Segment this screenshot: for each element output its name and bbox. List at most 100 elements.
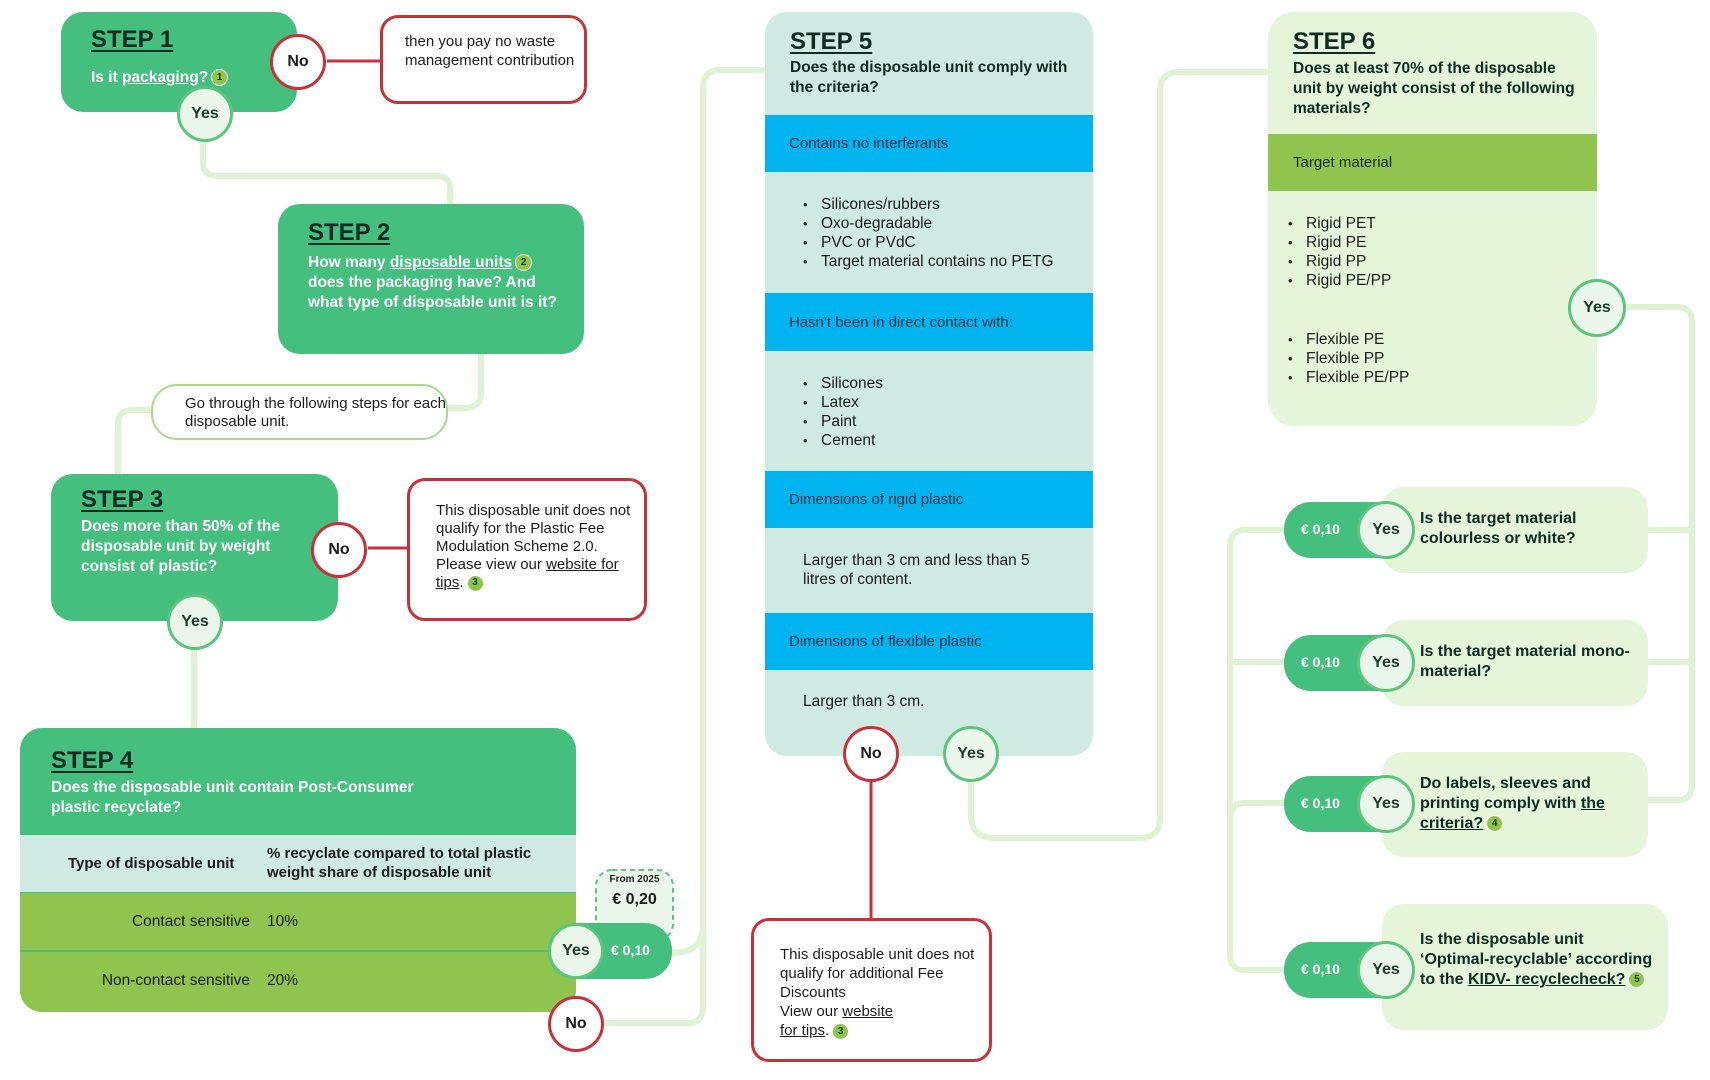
step1-question-mark: ?	[198, 69, 209, 86]
list-item: Paint	[795, 412, 883, 431]
step3-no-badge: No	[311, 522, 367, 578]
list-item: PVC or PVdC	[795, 233, 1054, 252]
future-fee: € 0,20	[612, 891, 657, 908]
no-discount-tips: View our website	[780, 1002, 989, 1021]
fee-amount: € 0,10	[1301, 961, 1340, 977]
step6-yes-badge: Yes	[1568, 279, 1626, 337]
ref-badge-2[interactable]: 2	[515, 254, 533, 272]
disposable-units-link[interactable]: disposable units	[389, 254, 513, 271]
flexible-dimensions-text: Larger than 3 cm.	[803, 693, 925, 710]
list-item: Silicones/rubbers	[795, 195, 1054, 214]
col-pct-header: % recyclate compared to total plastic we…	[267, 845, 532, 881]
list-item: Rigid PET	[1280, 214, 1391, 233]
fee-question-text: Is the disposable unit ‘Optimal-recyclab…	[1420, 930, 1655, 990]
step5-question: Does the disposable unit comply with the…	[790, 59, 1068, 96]
step2-question-text: How many	[308, 254, 390, 271]
step5-yes-badge: Yes	[943, 726, 999, 782]
list-item: Silicones	[795, 374, 883, 393]
target-material-header: Target material	[1268, 134, 1597, 191]
step4-question: Does the disposable unit contain Post-Co…	[51, 779, 414, 816]
step1-question: Is it packaging?1	[91, 68, 229, 88]
fee-yes-badge: Yes	[1357, 775, 1415, 833]
step5-no-badge: No	[843, 726, 899, 782]
step3-yes-badge: Yes	[167, 594, 223, 650]
fee-question-colourless: Is the target material colourless or whi…	[1382, 487, 1648, 573]
step1-card: STEP 1 Is it packaging?1	[61, 12, 297, 112]
table-row: Contact sensitive 10%	[20, 893, 576, 950]
optimal-question-text: Is the disposable unit ‘Optimal-recyclab…	[1420, 931, 1653, 988]
ref-badge-3[interactable]: 3	[466, 574, 484, 592]
ref-badge-3b[interactable]: 3	[832, 1022, 850, 1040]
from-2025-label: From 2025	[609, 874, 660, 885]
flexible-list: Flexible PE Flexible PP Flexible PE/PP	[1280, 330, 1409, 387]
ref-badge-4[interactable]: 4	[1486, 815, 1504, 833]
criteria-header-interferants: Contains no interferants	[765, 115, 1093, 172]
fee-yes-badge: Yes	[1357, 501, 1415, 559]
step1-title: STEP 1	[91, 26, 174, 53]
labels-question-text: Do labels, sleeves and printing comply w…	[1420, 775, 1591, 812]
list-item: Target material contains no PETG	[795, 252, 1054, 271]
criteria-header-contact: Hasn't been in direct contact with:	[765, 293, 1093, 351]
list-item: Cement	[795, 431, 883, 450]
fee-yes-badge: Yes	[1357, 634, 1415, 692]
recyclecheck-link[interactable]: KIDV- recyclecheck?	[1468, 971, 1626, 988]
step4-no-badge: No	[548, 996, 604, 1052]
criteria-header-flexible: Dimensions of flexible plastic	[765, 613, 1093, 670]
go-through-note: Go through the following steps for each …	[151, 384, 448, 440]
ref-badge-1[interactable]: 1	[211, 69, 229, 87]
no-contribution-box: then you pay no waste management contrib…	[380, 15, 587, 104]
fee-question-optimal: Is the disposable unit ‘Optimal-recyclab…	[1382, 904, 1668, 1030]
view-our-text: View our	[780, 1003, 843, 1020]
step4-yes-badge: Yes	[548, 923, 604, 979]
not-qualify-text: This disposable unit does not qualify fo…	[436, 502, 631, 573]
fee-yes-badge: Yes	[1357, 941, 1415, 999]
step4-table-header: Type of disposable unit % recyclate comp…	[20, 835, 576, 892]
website-tips-link[interactable]: website for tips	[436, 556, 619, 591]
interferants-list: Silicones/rubbers Oxo-degradable PVC or …	[795, 195, 1054, 271]
fee-question-text: Is the target material colourless or whi…	[1420, 510, 1577, 547]
step6-question: Does at least 70% of the disposable unit…	[1293, 60, 1575, 117]
fee-question-mono: Is the target material mono-material?	[1382, 620, 1648, 706]
contact-list: Silicones Latex Paint Cement	[795, 374, 883, 450]
no-discount-tips-2: for tips.3	[780, 1021, 989, 1040]
row-pct: 20%	[267, 972, 299, 989]
step3-question: Does more than 50% of the disposable uni…	[81, 518, 280, 575]
ref-badge-5[interactable]: 5	[1628, 971, 1646, 989]
fee-question-labels: Do labels, sleeves and printing comply w…	[1382, 752, 1648, 857]
step3-title: STEP 3	[81, 486, 164, 513]
step1-question-text: Is it	[91, 69, 123, 86]
list-item: Flexible PE/PP	[1280, 368, 1409, 387]
no-discount-text: This disposable unit does not qualify fo…	[780, 946, 975, 1001]
row-type: Contact sensitive	[131, 913, 250, 930]
step2-title: STEP 2	[308, 219, 391, 246]
step1-no-badge: No	[270, 34, 326, 90]
fee-amount: € 0,10	[1301, 521, 1340, 537]
list-item: Oxo-degradable	[795, 214, 1054, 233]
step5-card: STEP 5 Does the disposable unit comply w…	[765, 12, 1093, 756]
no-discount-box: This disposable unit does not qualify fo…	[751, 918, 992, 1062]
step4-title: STEP 4	[51, 747, 134, 774]
col-type-header: Type of disposable unit	[68, 855, 235, 872]
step6-card: STEP 6 Does at least 70% of the disposab…	[1268, 12, 1597, 426]
list-item: Rigid PE/PP	[1280, 271, 1391, 290]
step4-card: STEP 4 Does the disposable unit contain …	[20, 728, 576, 1012]
row-type: Non-contact sensitive	[101, 972, 250, 989]
step2-question-rest: does the packaging have? And what type o…	[308, 274, 557, 311]
list-item: Rigid PP	[1280, 252, 1391, 271]
list-item: Latex	[795, 393, 883, 412]
website-link[interactable]: website	[842, 1003, 894, 1020]
rigid-dimensions-text: Larger than 3 cm and less than 5 litres …	[803, 552, 1030, 588]
for-tips-link[interactable]: for tips	[780, 1022, 826, 1039]
list-item: Flexible PP	[1280, 349, 1409, 368]
row-pct: 10%	[267, 913, 299, 930]
not-qualify-box: This disposable unit does not qualify fo…	[407, 478, 647, 621]
rigid-list: Rigid PET Rigid PE Rigid PP Rigid PE/PP	[1280, 214, 1391, 290]
step1-yes-badge: Yes	[177, 86, 233, 142]
packaging-link[interactable]: packaging	[122, 69, 199, 86]
fee-amount: € 0,10	[1301, 654, 1340, 670]
fee-question-text: Do labels, sleeves and printing comply w…	[1420, 774, 1645, 834]
list-item: Flexible PE	[1280, 330, 1409, 349]
criteria-link[interactable]: the criteria?	[1420, 795, 1605, 832]
